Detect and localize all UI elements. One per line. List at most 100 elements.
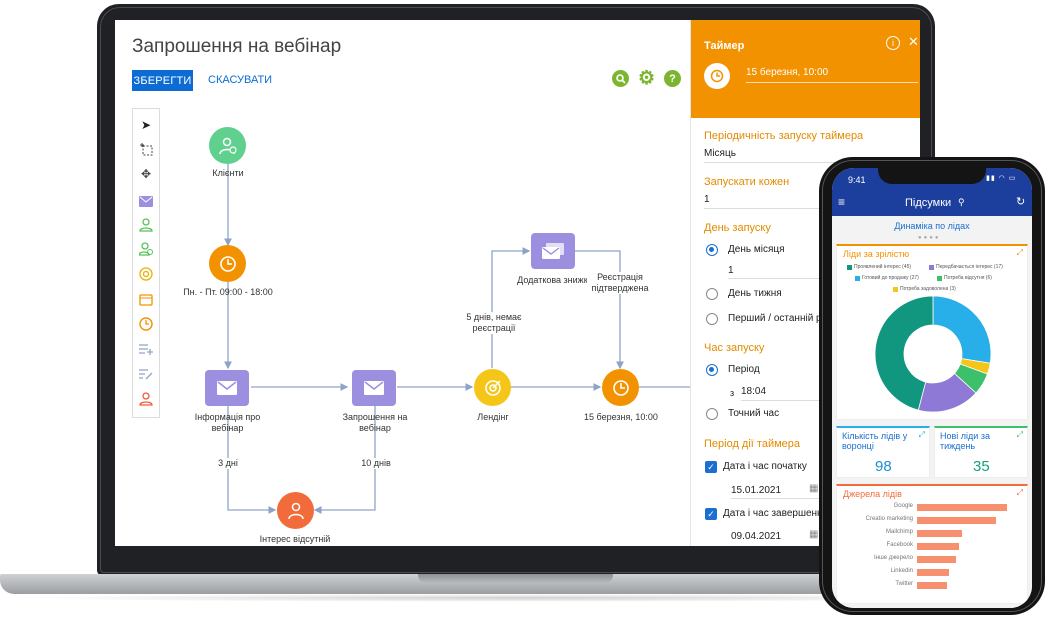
phone-rim <box>822 160 1042 612</box>
funnel-title: Кількість лідів у воронці <box>842 431 908 451</box>
audience-element-icon[interactable] <box>133 215 159 235</box>
no-interest-node[interactable] <box>277 492 314 529</box>
landing-node[interactable] <box>474 369 511 406</box>
dashboard-title: Динаміка по лідах <box>894 221 970 231</box>
phone-screen: 9:41 ▮▮ ◠ ▭ ≡ Підсумки ⚲ ↻ Динаміка по л… <box>832 168 1032 608</box>
legend-swatch <box>937 275 942 281</box>
source-bar[interactable] <box>917 504 1007 511</box>
source-bar[interactable] <box>917 569 949 576</box>
laptop-screen: Запрошення на вебінар ЗБЕРЕГТИ СКАСУВАТИ… <box>115 20 920 546</box>
timer-header-underline <box>746 82 918 83</box>
phone-notch <box>878 164 986 184</box>
legend-label: Потреба відсутня (6) <box>944 275 992 281</box>
timer-element-icon[interactable] <box>133 314 159 334</box>
laptop-base <box>0 574 1035 594</box>
timer-icon <box>612 379 629 396</box>
registration-label: Реєстрація підтверджена <box>587 272 653 294</box>
timer-header-date[interactable]: 15 березня, 10:00 <box>746 67 829 78</box>
periodicity-label: Періодичність запуску таймера <box>704 130 864 142</box>
legend-label: Готовий до продажу (27) <box>862 275 919 281</box>
clock-icon <box>219 255 236 272</box>
move-tool-icon[interactable]: ✥ <box>140 167 152 181</box>
discount-node[interactable] <box>531 233 575 269</box>
source-bar[interactable] <box>917 556 956 563</box>
expand-icon[interactable]: ⤢ <box>1016 248 1023 257</box>
maturity-donut-chart[interactable] <box>837 294 1029 422</box>
expand-icon[interactable]: ⤢ <box>1016 430 1023 439</box>
refresh-icon[interactable]: ↻ <box>1016 196 1026 208</box>
app-search-icon[interactable]: ⚲ <box>958 197 965 207</box>
schedule-label: Пн. - Пт. 09:00 - 18:00 <box>183 287 273 297</box>
legend-item: Готовий до продажу (27) <box>855 275 919 281</box>
start-calendar-icon[interactable]: ▦ <box>809 483 819 494</box>
day-of-month-field[interactable]: 1 <box>728 265 734 276</box>
expand-icon[interactable]: ⤢ <box>1016 488 1023 497</box>
info-webinar-node[interactable] <box>205 370 249 406</box>
legend-item: Проявлений інтерес (45) <box>847 264 911 270</box>
legend-swatch <box>855 275 860 281</box>
dashboard-area: Динаміка по лідах ●●●● Ліди за зрілістю … <box>832 216 1032 608</box>
selection-tool-icon[interactable] <box>133 139 159 159</box>
cancel-button[interactable]: СКАСУВАТИ <box>208 74 273 86</box>
radio-first-last[interactable] <box>706 313 718 325</box>
legend-swatch <box>929 264 934 270</box>
audience-filter-icon[interactable] <box>133 239 159 259</box>
radio-period[interactable] <box>706 364 718 376</box>
page-dots[interactable]: ●●●● <box>918 235 941 241</box>
source-bar[interactable] <box>917 530 962 537</box>
maturity-card: Ліди за зрілістю ⤢ Проявлений інтерес (4… <box>836 244 1028 420</box>
email-element-icon[interactable] <box>133 191 159 211</box>
radio-day-of-week[interactable] <box>706 288 718 300</box>
source-bar[interactable] <box>917 517 997 524</box>
schedule-node[interactable] <box>209 245 246 282</box>
add-record-icon[interactable] <box>133 339 159 359</box>
bar-label: Mailchimp <box>885 529 913 535</box>
exit-element-icon[interactable] <box>133 389 159 409</box>
every-field[interactable]: 1 <box>704 194 710 205</box>
signal-wifi-battery-icon: ▮▮ ◠ ▭ <box>986 175 1017 182</box>
end-label: Дата і час завершення <box>723 508 828 519</box>
radio-day-of-month[interactable] <box>706 244 718 256</box>
clients-node[interactable] <box>209 127 246 164</box>
source-bar[interactable] <box>917 543 960 550</box>
timer-node[interactable] <box>602 369 639 406</box>
pointer-tool-icon[interactable]: ➤ <box>140 118 152 132</box>
start-date-field[interactable]: 15.01.2021 <box>731 485 782 496</box>
element-palette: ➤ ✥ <box>132 108 160 418</box>
edit-record-icon[interactable] <box>133 364 159 384</box>
start-checkbox[interactable]: ✓ <box>705 461 717 473</box>
menu-icon[interactable]: ≡ <box>838 195 846 209</box>
discount-label: Додаткова знижка <box>517 275 593 285</box>
radio-exact-time[interactable] <box>706 408 718 420</box>
periodicity-field[interactable]: Місяць <box>704 148 736 159</box>
connector-landing-discount <box>491 247 531 368</box>
funnel-card: Кількість лідів у воронці ⤢ 98 <box>836 426 930 478</box>
end-calendar-icon[interactable]: ▦ <box>809 529 819 540</box>
donut-slice[interactable] <box>932 295 992 364</box>
landing-label: Лендінг <box>477 412 509 422</box>
envelope-icon <box>364 381 384 395</box>
gear-icon[interactable]: ⚙ <box>637 68 656 89</box>
source-bar[interactable] <box>917 582 947 589</box>
save-button[interactable]: ЗБЕРЕГТИ <box>132 70 193 91</box>
expand-icon[interactable]: ⤢ <box>918 430 925 439</box>
person-exit-icon <box>287 502 304 519</box>
info-icon[interactable]: i <box>886 36 900 50</box>
calendar-element-icon[interactable] <box>133 289 159 309</box>
donut-slice[interactable] <box>874 295 934 411</box>
invite-webinar-node[interactable] <box>352 370 396 406</box>
help-icon[interactable]: ? <box>664 70 681 87</box>
day-label: День запуску <box>704 222 771 234</box>
page-title: Запрошення на вебінар <box>132 36 342 57</box>
every-label: Запускати кожен <box>704 176 790 188</box>
process-canvas[interactable]: Клієнти Пн. - Пт. 09:00 - 18:00 Інформац… <box>175 90 695 546</box>
end-checkbox[interactable]: ✓ <box>705 508 717 520</box>
invite-webinar-label: Запрошення на вебінар <box>342 412 408 433</box>
search-icon[interactable] <box>612 70 629 87</box>
timer-panel-header: Таймер i ✕ 15 березня, 10:00 <box>691 20 920 118</box>
landing-element-icon[interactable] <box>133 264 159 284</box>
period-from-field[interactable]: 18:04 <box>741 386 767 397</box>
end-date-field[interactable]: 09.04.2021 <box>731 531 782 542</box>
close-icon[interactable]: ✕ <box>908 34 919 49</box>
